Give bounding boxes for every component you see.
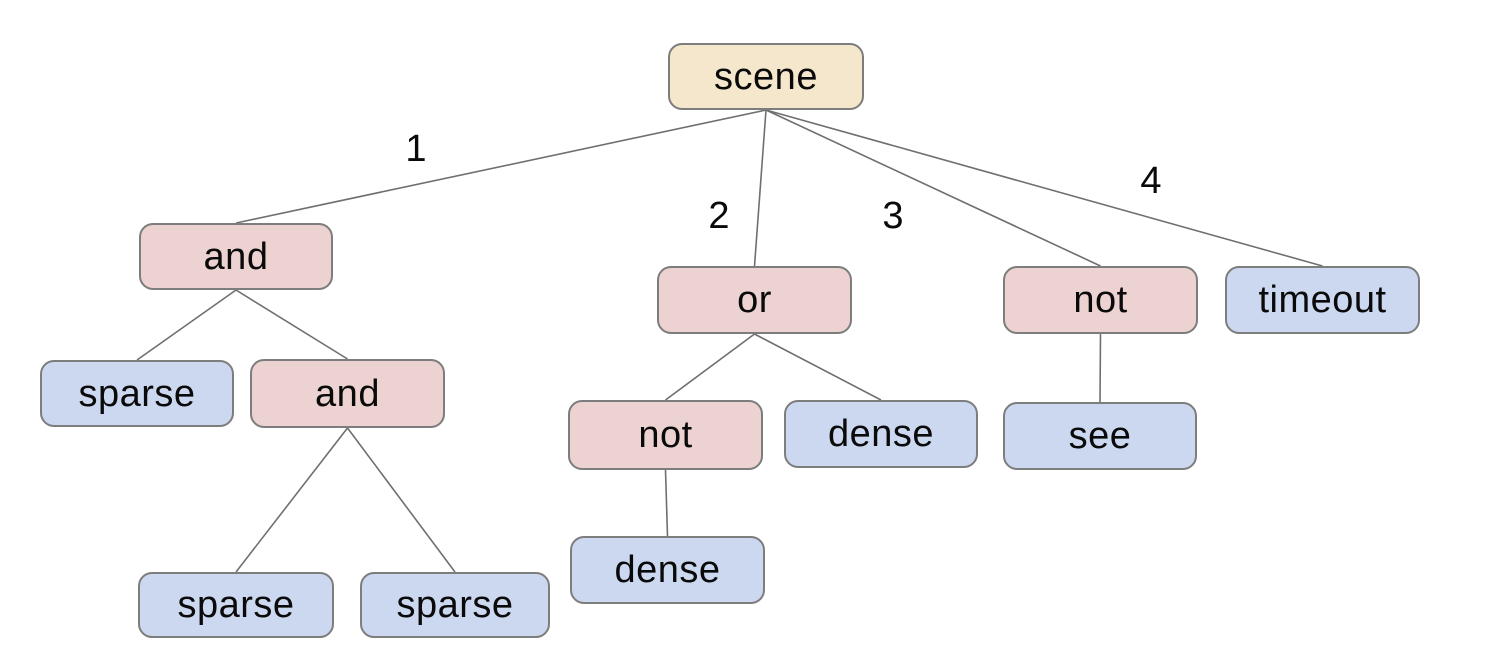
- node-and-1: and: [139, 223, 333, 290]
- node-not-2: not: [568, 400, 763, 470]
- node-dense-1: dense: [784, 400, 978, 468]
- edge-or-1-to-not-2: [665, 333, 755, 401]
- node-or-1: or: [657, 266, 852, 334]
- edge-and-1-to-sparse-1: [136, 289, 237, 361]
- edge-scene-to-timeout-1: [765, 109, 1323, 267]
- node-sparse-2: sparse: [138, 572, 334, 638]
- node-see-1: see: [1003, 402, 1197, 470]
- edge-label-2: 2: [708, 195, 730, 237]
- edge-and-2-to-sparse-2: [235, 427, 349, 573]
- edge-label-1: 1: [405, 128, 427, 170]
- edge-label-4: 4: [1140, 160, 1162, 202]
- edge-scene-to-and-1: [235, 109, 767, 224]
- node-scene: scene: [668, 43, 864, 110]
- node-and-2: and: [250, 359, 445, 428]
- node-dense-2: dense: [570, 536, 765, 604]
- edge-not-1-to-see-1: [1099, 333, 1102, 403]
- edge-and-2-to-sparse-3: [346, 427, 456, 573]
- edge-scene-to-not-1: [765, 109, 1101, 267]
- node-sparse-1: sparse: [40, 360, 234, 427]
- node-sparse-3: sparse: [360, 572, 550, 638]
- node-timeout-1: timeout: [1225, 266, 1420, 334]
- edge-not-2-to-dense-2: [664, 469, 669, 537]
- edge-label-3: 3: [882, 195, 904, 237]
- edge-or-1-to-dense-1: [754, 333, 882, 401]
- edge-and-1-to-and-2: [235, 289, 348, 360]
- node-not-1: not: [1003, 266, 1198, 334]
- edge-scene-to-or-1: [753, 109, 767, 267]
